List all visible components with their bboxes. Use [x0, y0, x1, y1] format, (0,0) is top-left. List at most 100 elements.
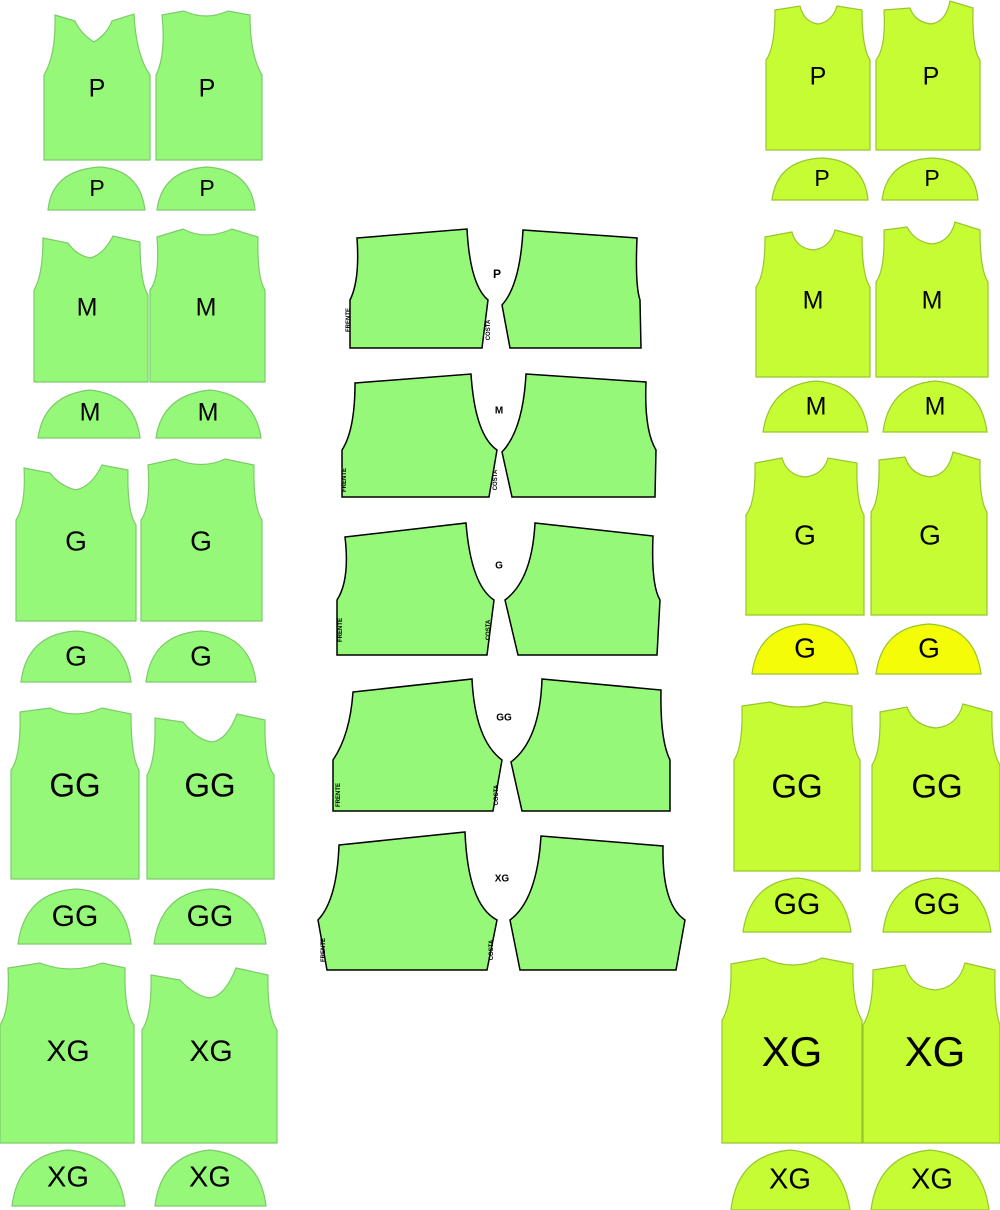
size-label: M: [77, 294, 98, 322]
right-size-group-m: M M M M: [755, 221, 989, 433]
vest-back-piece: [871, 703, 1000, 872]
sleeve-piece: [156, 166, 256, 211]
size-label: G: [918, 632, 940, 663]
size-label: XG: [189, 1162, 231, 1194]
shorts-group-g: G FRENTE COSTA: [336, 522, 661, 656]
vest-front-piece: [721, 957, 863, 1144]
shorts-back-piece: [504, 522, 661, 656]
vest-back-piece: [146, 713, 275, 880]
sleeve-piece: [882, 380, 988, 433]
sleeve-piece: [155, 389, 262, 439]
vest-front-piece: [33, 235, 149, 383]
sleeve-piece: [730, 1149, 851, 1210]
vest-front-piece: [745, 457, 865, 616]
sleeve-piece: [154, 1149, 267, 1207]
shorts-size-label: GG: [496, 713, 512, 724]
size-label: P: [199, 75, 216, 103]
shorts-front-label: FRENTE: [342, 468, 348, 492]
size-label: XG: [762, 1028, 823, 1075]
sleeve-piece: [881, 157, 979, 201]
shorts-back-piece: [501, 229, 642, 349]
size-label: P: [199, 175, 214, 201]
shorts-front-piece: [332, 678, 503, 812]
right-size-group-xg: XG XG XG XG: [721, 957, 1000, 1210]
sleeve-piece: [153, 888, 267, 945]
sleeve-piece: [37, 389, 141, 439]
size-label: GG: [52, 900, 99, 933]
size-label: XG: [189, 1035, 232, 1068]
shorts-back-label: COSTA: [494, 784, 500, 805]
vest-back-piece: [875, 0, 981, 151]
sleeve-piece: [870, 1149, 990, 1210]
sleeve-piece: [875, 623, 982, 675]
sleeve-piece: [17, 888, 132, 945]
vest-back-piece: [140, 458, 263, 622]
vest-back-piece: [875, 221, 989, 378]
size-label: GG: [774, 888, 821, 921]
shorts-front-piece: [317, 831, 498, 971]
vest-front-piece: [10, 707, 140, 880]
shorts-size-label: M: [495, 406, 503, 417]
sleeve-piece: [771, 157, 869, 201]
shorts-group-gg: GG FRENTE COSTA: [332, 678, 671, 812]
size-label: GG: [49, 767, 100, 804]
size-label: XG: [905, 1028, 966, 1075]
vest-back-piece: [149, 228, 266, 383]
sleeve-piece: [762, 380, 869, 433]
shorts-size-label: XG: [495, 874, 510, 885]
shorts-front-label: FRENTE: [336, 783, 342, 807]
size-label: M: [80, 399, 101, 427]
vest-front-piece: [755, 229, 871, 378]
shorts-back-piece: [510, 678, 671, 812]
size-label: G: [65, 640, 87, 671]
right-size-group-p: P P P P: [765, 0, 981, 201]
size-label: P: [89, 75, 106, 103]
sleeve-piece: [20, 630, 132, 683]
shorts-group-m: M FRENTE COSTA: [341, 373, 657, 498]
shorts-back-piece: [509, 835, 686, 971]
size-label: M: [806, 393, 827, 421]
size-label: M: [198, 399, 219, 427]
vest-back-piece: [155, 10, 263, 161]
size-label: G: [919, 519, 941, 550]
right-size-group-gg: GG GG GG GG: [733, 701, 1000, 933]
shorts-front-piece: [341, 373, 498, 498]
shorts-size-label: P: [493, 267, 501, 281]
vest-front-piece: [0, 962, 135, 1144]
shorts-back-label: COSTA: [486, 619, 492, 640]
size-label: G: [65, 525, 87, 556]
size-label: G: [794, 632, 816, 663]
vest-back-piece: [862, 962, 1000, 1144]
sleeve-piece: [47, 166, 146, 211]
size-label: XG: [46, 1035, 89, 1068]
left-size-group-g: G G G G: [15, 458, 263, 683]
left-size-group-p: P P P P: [43, 10, 263, 211]
size-label: GG: [911, 768, 962, 805]
size-label: P: [924, 165, 939, 191]
size-label: G: [794, 519, 816, 550]
shorts-group-xg: XG FRENTE COSTA: [317, 831, 686, 971]
sleeve-piece: [11, 1149, 126, 1207]
vest-front-piece: [43, 13, 151, 161]
vest-front-piece: [15, 464, 137, 622]
vest-front-piece: [733, 701, 861, 872]
size-label: GG: [184, 767, 235, 804]
shorts-back-label: COSTA: [486, 319, 492, 340]
size-label: P: [810, 63, 827, 91]
size-label: G: [190, 640, 212, 671]
sleeve-piece: [742, 877, 852, 933]
sleeve-piece: [751, 623, 859, 675]
size-label: XG: [769, 1164, 811, 1196]
left-size-group-m: M M M M: [33, 228, 266, 439]
vest-back-piece: [141, 967, 278, 1144]
vest-front-piece: [765, 5, 871, 151]
size-label: XG: [47, 1162, 89, 1194]
shorts-front-piece: [336, 522, 495, 656]
size-label: P: [89, 175, 104, 201]
size-label: M: [196, 294, 217, 322]
shorts-size-label: G: [495, 561, 503, 572]
vest-back-piece: [870, 451, 988, 616]
size-label: G: [190, 525, 212, 556]
size-label: M: [925, 393, 946, 421]
